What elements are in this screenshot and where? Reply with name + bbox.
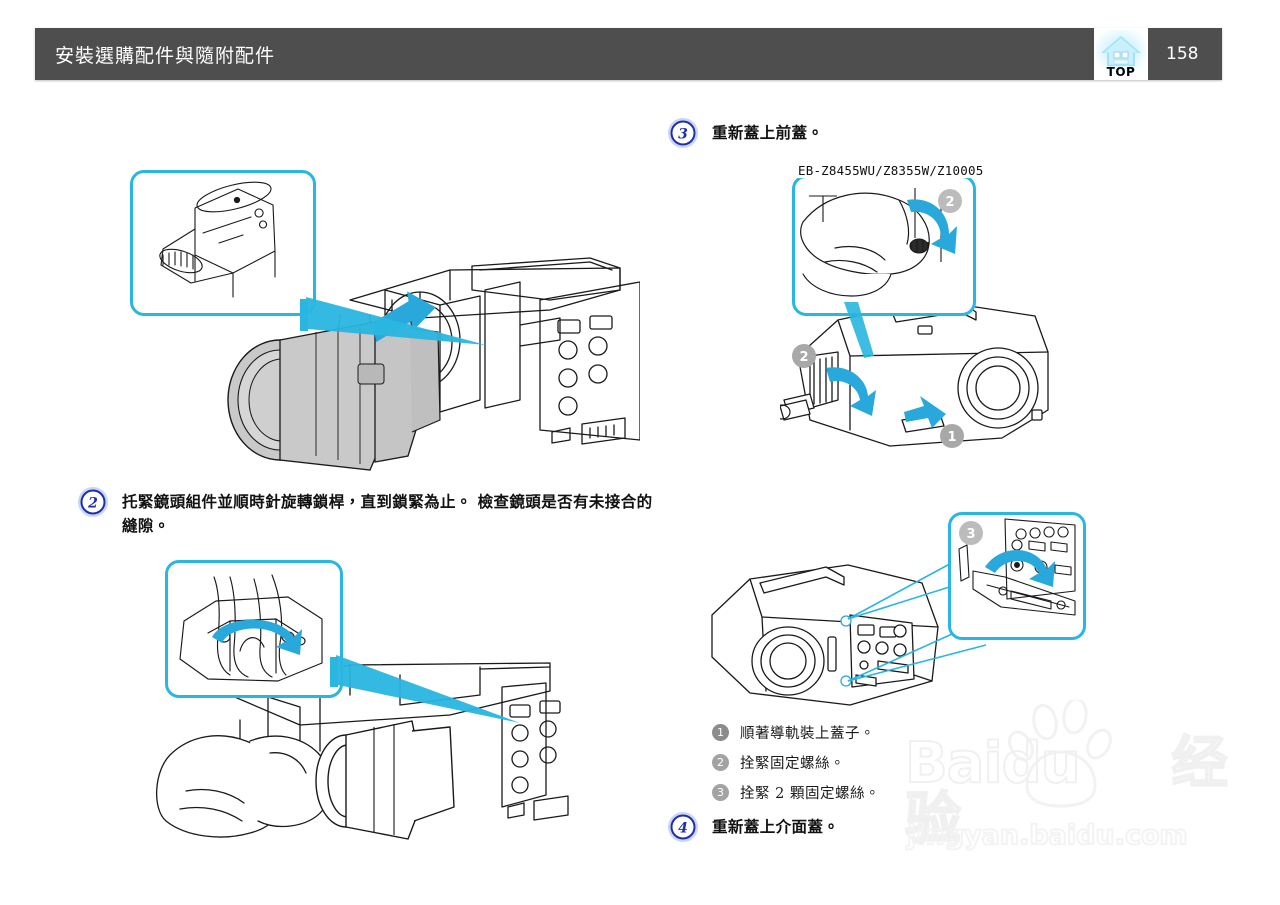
list-item-label: 順著導軌裝上蓋子。 [740,726,875,742]
step-3-number: 3 [678,127,688,143]
step-3-text: 重新蓋上前蓋。 [712,124,824,142]
interface-cover-figure [700,505,1080,720]
step-4-number: 4 [678,821,688,837]
top-button-label: TOP [1106,65,1136,79]
svg-text:2: 2 [799,350,808,365]
header-right-group: TOP 158 [1094,28,1200,80]
circled-marker-icon: 2 [712,754,729,771]
step-2: 2 托緊鏡頭組件並順時針旋轉鎖桿，直到鎖緊為止。 檢查鏡頭是否有未接合的縫隙。 [78,487,658,538]
lens-detail-callout [130,170,316,316]
page-title: 安裝選購配件與隨附配件 [55,44,276,67]
home-house-icon [1096,30,1146,78]
watermark-brand: Baidu [904,731,1082,796]
page-number: 158 [1166,44,1199,64]
step-2-number: 2 [87,496,98,512]
svg-text:1: 1 [947,430,956,445]
page-header-bar: 安裝選購配件與隨附配件 [35,28,1222,80]
svg-text:3: 3 [966,527,975,542]
list-item-label: 拴緊固定螺絲。 [740,756,845,772]
circled-number-icon: 2 [78,487,108,517]
front-cover-detail-callout: 2 [792,175,976,316]
circled-number-icon: 4 [668,812,698,842]
circled-marker-icon: 1 [712,724,729,741]
marker-2-left: 2 [792,344,816,368]
list-item: 1 順著導軌裝上蓋子。 [712,722,880,743]
lock-lever-detail-callout [165,560,343,698]
lens-callout-pointer [300,297,486,345]
marker-1-arrow: 1 [904,396,964,448]
list-item-label: 拴緊 2 顆固定螺絲。 [740,786,880,802]
lens-insertion-figure [120,150,641,480]
step-4-text: 重新蓋上介面蓋。 [712,818,840,836]
circled-number-icon: 3 [668,118,698,148]
step-3: 3 重新蓋上前蓋。 [668,118,1088,148]
circled-marker-icon: 3 [712,784,729,801]
lock-lever-callout-pointer [330,655,520,723]
list-item: 2 拴緊固定螺絲。 [712,752,880,773]
interface-cover-sub-list: 1 順著導軌裝上蓋子。 2 拴緊固定螺絲。 3 拴緊 2 顆固定螺絲。 [712,722,880,812]
interface-screw-detail-callout: 3 [948,512,1086,640]
top-home-button[interactable]: TOP [1094,28,1148,80]
front-cover-model-label: EB-Z8455WU/Z8355W/Z10005 [795,163,987,178]
list-item: 3 拴緊 2 顆固定螺絲。 [712,782,880,803]
front-cover-figure: 2 1 [761,260,1080,460]
front-cover-callout-pointer [844,302,874,358]
svg-text:2: 2 [945,195,954,210]
step-4: 4 重新蓋上介面蓋。 [668,812,1088,842]
step-2-text: 托緊鏡頭組件並順時針旋轉鎖桿，直到鎖緊為止。 檢查鏡頭是否有未接合的縫隙。 [122,493,653,536]
